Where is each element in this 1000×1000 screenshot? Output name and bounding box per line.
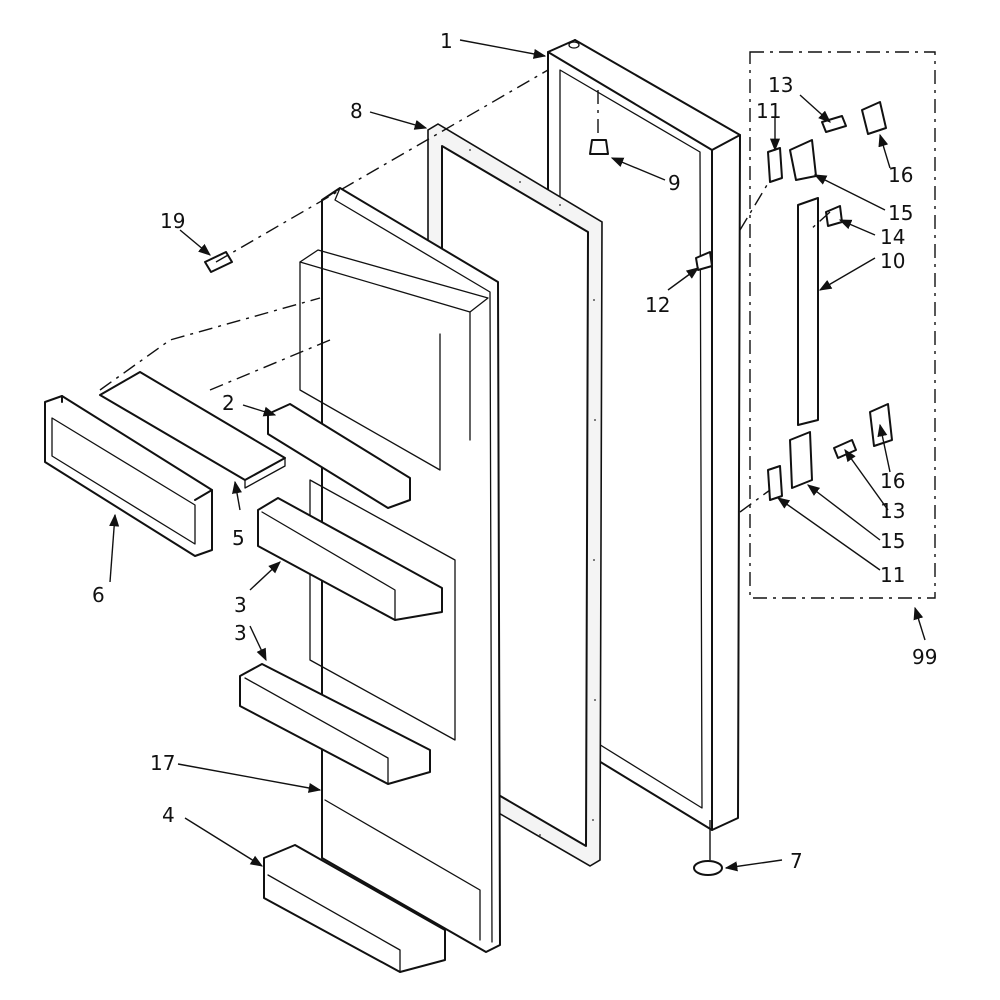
callout-11-lower: 11 [880, 563, 905, 587]
clip-12 [695, 251, 713, 271]
callout-13-lower: 13 [880, 499, 905, 523]
door-bin-lower [239, 663, 431, 785]
plug-9 [589, 139, 609, 155]
callout-15-lower: 15 [880, 529, 905, 553]
callout-17: 17 [150, 751, 175, 775]
callout-7: 7 [790, 849, 803, 873]
callout-4: 4 [162, 803, 175, 827]
dispenser-top-cover [99, 371, 286, 489]
callout-5: 5 [232, 526, 245, 550]
callout-9: 9 [668, 171, 681, 195]
dispenser-cover [44, 395, 213, 557]
callout-3-lower: 3 [234, 621, 247, 645]
callout-13-upper: 13 [768, 73, 793, 97]
callout-19: 19 [160, 209, 185, 233]
callout-16-lower: 16 [880, 469, 905, 493]
callout-8: 8 [350, 99, 363, 123]
callout-labels: 1 8 9 19 12 2 5 6 3 3 17 4 7 13 11 16 15… [92, 29, 937, 873]
callout-3-upper: 3 [234, 593, 247, 617]
callout-16-upper: 16 [888, 163, 913, 187]
assembly-lines [99, 69, 831, 513]
callout-15-upper: 15 [888, 201, 913, 225]
door-bin-upper [257, 497, 443, 621]
callout-2: 2 [222, 391, 235, 415]
callout-6: 6 [92, 583, 105, 607]
hinge-kit-box [749, 51, 936, 599]
leader-arrows [109, 39, 926, 872]
hinge-components [767, 101, 893, 501]
door-bin-bottom [263, 844, 446, 973]
callout-1: 1 [440, 29, 453, 53]
callout-11-upper: 11 [756, 99, 781, 123]
callout-14: 14 [880, 225, 905, 249]
shelf-rail [267, 403, 411, 509]
callout-10: 10 [880, 249, 905, 273]
callout-12: 12 [645, 293, 670, 317]
callout-99: 99 [912, 645, 937, 669]
door-roller-7 [693, 820, 723, 876]
